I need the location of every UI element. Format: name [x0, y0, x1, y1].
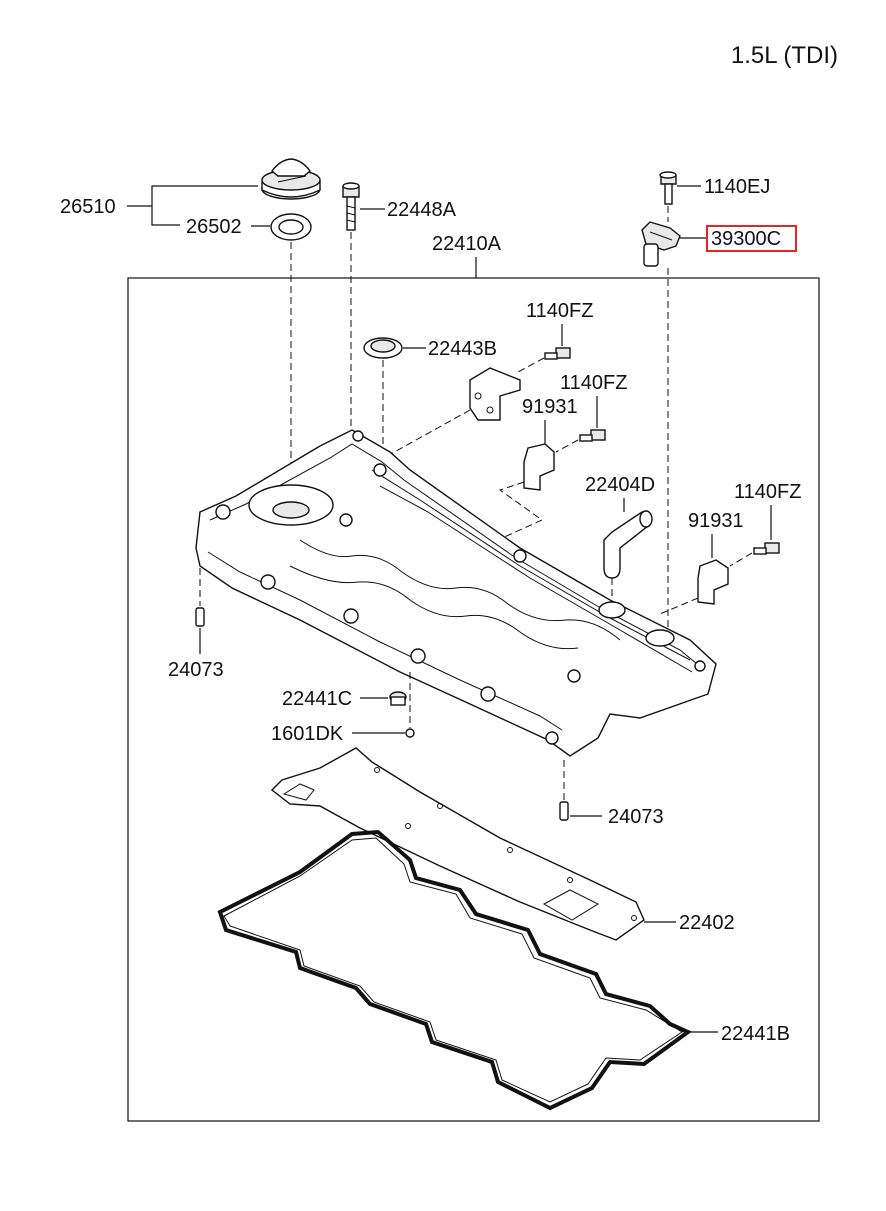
breather-hose-drawing	[603, 510, 653, 579]
plug-1601DK-drawing	[405, 728, 415, 738]
bolt-1140FZ-right-drawing	[753, 542, 780, 555]
cover-gasket-22402-drawing	[270, 747, 645, 941]
label-26502[interactable]: 26502	[186, 216, 242, 238]
label-22410A[interactable]: 22410A	[432, 233, 502, 255]
label-1140EJ[interactable]: 1140EJ	[704, 176, 770, 198]
leader-26510	[127, 185, 258, 226]
label-22443B[interactable]: 22443B	[428, 338, 497, 360]
label-22441B[interactable]: 22441B	[721, 1023, 790, 1045]
label-26510[interactable]: 26510	[60, 196, 116, 218]
label-1140FZ-middle[interactable]: 1140FZ	[560, 372, 627, 394]
engine-variant-title: 1.5L (TDI)	[731, 42, 838, 69]
label-22441C[interactable]: 22441C	[282, 688, 352, 710]
bolt-1140FZ-upper-drawing	[544, 347, 571, 360]
bolt-1140EJ-drawing	[659, 171, 677, 205]
label-22404D[interactable]: 22404D	[585, 474, 655, 496]
oil-filler-cap-drawing	[261, 158, 321, 200]
label-1140FZ-upper[interactable]: 1140FZ	[526, 300, 593, 322]
filler-cap-gasket-drawing	[270, 213, 312, 241]
label-91931-lower[interactable]: 91931	[688, 510, 744, 532]
label-91931-upper[interactable]: 91931	[522, 396, 578, 418]
cover-bolt-drawing	[342, 182, 360, 231]
camshaft-sensor-drawing	[641, 221, 681, 267]
bolt-1140FZ-middle-drawing	[579, 429, 606, 442]
rocker-cover-drawing	[195, 429, 717, 757]
label-1601DK[interactable]: 1601DK	[271, 723, 344, 745]
main-gasket-22441B-drawing	[217, 829, 692, 1111]
highlight-box-39300C	[706, 225, 797, 252]
label-24073-bottom[interactable]: 24073	[608, 806, 664, 828]
washer-22441C-drawing	[389, 691, 407, 706]
assembly-frame	[127, 277, 820, 1122]
oil-seal-22443B-drawing	[363, 337, 403, 359]
label-22448A[interactable]: 22448A	[387, 199, 457, 221]
bracket-91931-upper-drawing	[523, 443, 555, 491]
bracket-91931-lower-drawing	[697, 559, 729, 605]
bracket-upper-drawing	[469, 367, 521, 421]
label-24073-left[interactable]: 24073	[168, 659, 224, 681]
label-1140FZ-right[interactable]: 1140FZ	[734, 481, 801, 503]
dowel-pin-bottom-drawing	[559, 801, 569, 821]
label-22402[interactable]: 22402	[679, 912, 735, 934]
dowel-pin-left-drawing	[195, 607, 205, 627]
label-39300C[interactable]: 39300C	[711, 228, 781, 250]
